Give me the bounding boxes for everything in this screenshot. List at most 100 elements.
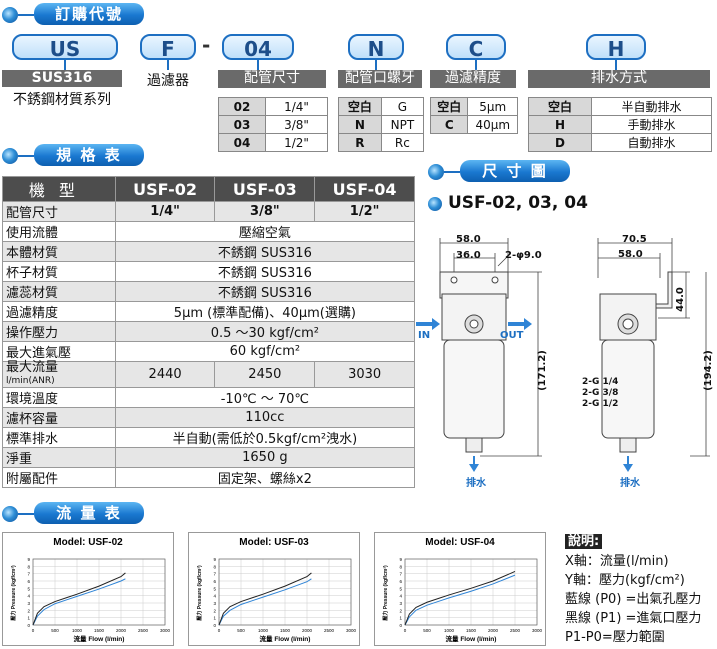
y-tick-label: 5 (399, 586, 402, 591)
header-line (444, 171, 460, 173)
y-tick-label: 3 (213, 601, 216, 606)
side-inner-label: 58.0 (618, 249, 643, 260)
flow-section-header: 流 量 表 (2, 502, 152, 524)
side-top-label: 44.0 (674, 287, 686, 312)
y-tick-label: 2 (27, 608, 30, 613)
x-tick-label: 3000 (532, 628, 543, 633)
thread-item: 2-G 1/4 (582, 377, 619, 387)
option-key: N (338, 115, 382, 134)
x-tick-label: 2000 (116, 628, 127, 633)
front-drain-label: 排水 (466, 478, 486, 489)
spec-header-cell: USF-04 (314, 176, 415, 202)
x-tick-label: 1000 (258, 628, 269, 633)
spec-value: 1/4" (114, 201, 216, 222)
option-key: H (528, 115, 592, 134)
x-tick-label: 1500 (94, 628, 105, 633)
front-hole-label: 2-φ9.0 (505, 250, 542, 261)
header-line (18, 513, 34, 515)
code-box-filter: F (140, 34, 196, 61)
y-axis-label: 壓力 Pressure (kgf/cm²) (196, 565, 203, 622)
front-inner-label: 36.0 (456, 250, 481, 261)
x-axis-label: 流量 Flow (l/min) (446, 634, 497, 643)
code-box-series: US (12, 34, 118, 61)
spec-label: 附屬配件 (2, 467, 116, 488)
legend-line: X軸：流量(l/min) (565, 554, 669, 569)
y-tick-label: 4 (399, 594, 402, 599)
front-height-label: (171.2) (536, 350, 548, 391)
option-key: 03 (217, 115, 267, 134)
in-arrow-icon (416, 318, 440, 330)
chart-title: Model: USF-02 (53, 537, 123, 548)
side-view-drawing (597, 238, 710, 472)
side-drain-label: 排水 (620, 478, 640, 489)
spec-header-cell: 機型 (2, 176, 116, 202)
y-tick-label: 6 (399, 579, 402, 584)
spec-value: 5μm (標準配備)、40μm(選購) (114, 301, 416, 322)
port-size-label: 配管尺寸 (218, 70, 326, 88)
x-tick-label: 500 (237, 628, 245, 633)
thread-label: 配管口螺牙 (338, 70, 422, 88)
y-tick-label: 8 (27, 564, 30, 569)
side-height-label: (194.2) (702, 350, 714, 391)
spec-value: 不銹鋼 SUS316 (114, 261, 416, 282)
spec-row: 附屬配件固定架、螺絲x2 (2, 467, 416, 488)
spec-value: 110cc (114, 407, 416, 428)
spec-label: 最大流量 l/min(ANR) (2, 361, 116, 388)
x-tick-label: 2500 (510, 628, 521, 633)
y-tick-label: 9 (213, 557, 216, 562)
spec-value: 3/8" (214, 201, 316, 222)
y-tick-label: 7 (399, 572, 402, 577)
spec-value: 1650 g (114, 447, 416, 468)
option-value: 5μm (467, 97, 518, 116)
plot-frame (32, 558, 166, 626)
spec-label: 過濾精度 (2, 301, 116, 322)
y-axis-label: 壓力 Pressure (kgf/cm²) (382, 565, 389, 622)
spec-row: 最大流量 l/min(ANR) 2440 2450 3030 (2, 361, 415, 388)
max-flow-unit: l/min(ANR) (6, 376, 55, 386)
dimension-section-header: 尺 寸 圖 (428, 160, 578, 182)
y-tick-label: 5 (27, 586, 30, 591)
plot-frame (404, 558, 538, 626)
x-tick-label: 1000 (72, 628, 83, 633)
dimension-title: 尺 寸 圖 (460, 160, 570, 182)
y-tick-label: 6 (27, 579, 30, 584)
series-line (32, 572, 126, 626)
x-tick-label: 0 (32, 628, 35, 633)
spec-row: 配管尺寸 1/4" 3/8" 1/2" (2, 201, 415, 222)
flow-title: 流 量 表 (34, 502, 144, 524)
spec-value: 不銹鋼 SUS316 (114, 241, 416, 262)
x-axis-label: 流量 Flow (l/min) (74, 634, 125, 643)
chart-title: Model: USF-03 (239, 537, 309, 548)
option-key: 空白 (429, 97, 469, 116)
bullet-icon (428, 164, 444, 180)
code-box-thread: N (348, 34, 404, 61)
option-key: 04 (217, 133, 267, 152)
in-label: IN (418, 330, 431, 341)
spec-header-row: 機型 USF-02 USF-03 USF-04 (2, 176, 415, 202)
spec-value: 2450 (214, 361, 316, 388)
spec-row: 杯子材質不銹鋼 SUS316 (2, 261, 416, 282)
x-tick-label: 2000 (302, 628, 313, 633)
x-tick-label: 2500 (138, 628, 149, 633)
spec-label: 淨重 (2, 447, 116, 468)
spec-value: 壓縮空氣 (114, 221, 416, 242)
drain-arrow-icon (623, 464, 633, 472)
spec-value: 半自動(需低於0.5kgf/cm²洩水) (114, 427, 416, 448)
filter-label: 過濾器 (147, 73, 189, 89)
thread-list: 2-G 1/4 2-G 3/8 2-G 1/2 (582, 377, 618, 410)
bullet-icon (2, 7, 18, 23)
y-tick-label: 4 (27, 594, 30, 599)
option-value: 3/8" (265, 115, 328, 134)
option-value: 1/2" (265, 133, 328, 152)
y-tick-label: 7 (213, 572, 216, 577)
